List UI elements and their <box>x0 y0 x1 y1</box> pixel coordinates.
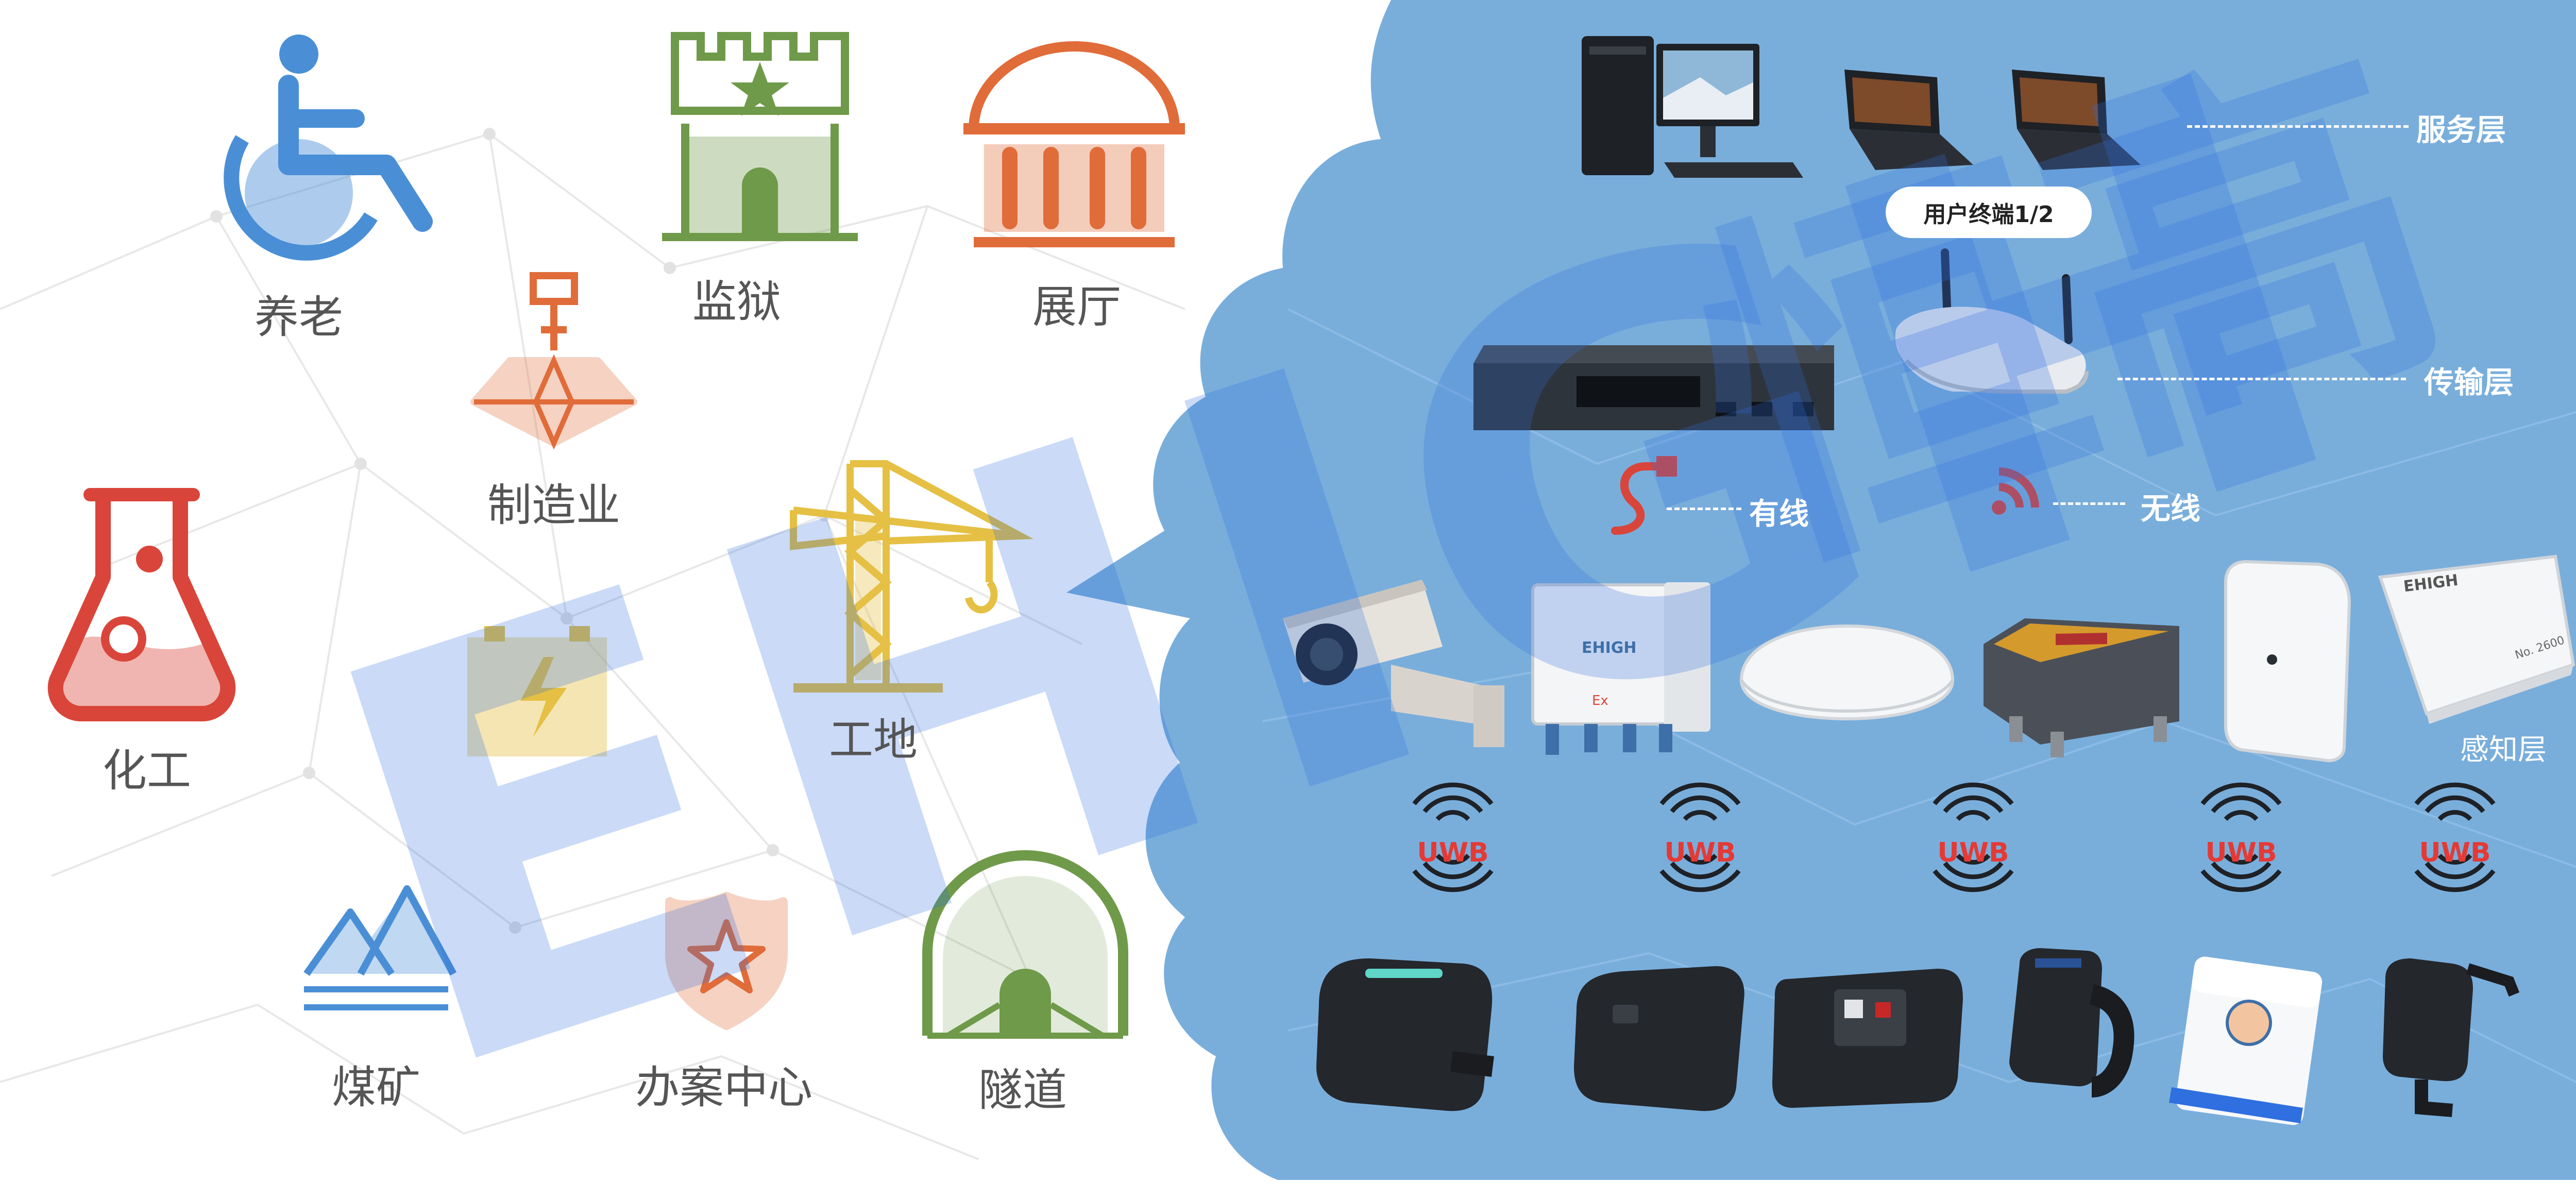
security-camera <box>1283 580 1504 747</box>
uwb-anchor-ex <box>1531 582 1710 755</box>
wall-anchor <box>2224 560 2351 763</box>
laptop-2 <box>2012 70 2141 170</box>
application-label-tunnel: 隧道 <box>978 1065 1067 1116</box>
police-badge-icon <box>665 892 788 1030</box>
exhibition-hall-icon <box>963 41 1185 247</box>
service-layer-leader <box>2187 125 2409 128</box>
wireless-leader <box>2053 502 2125 505</box>
uwb-wristband <box>2009 948 2134 1098</box>
laptop-1 <box>1844 70 1973 170</box>
wireless-label: 无线 <box>2141 491 2201 526</box>
flask-icon <box>47 488 236 721</box>
application-label-case-handling-center: 办案中心 <box>635 1062 812 1113</box>
crane-icon <box>790 460 1033 693</box>
wired-label: 有线 <box>1749 496 1809 531</box>
uwb-badge-card <box>2169 956 2323 1125</box>
tunnel-icon <box>922 850 1128 1039</box>
uwb-tag-3 <box>1772 969 1963 1108</box>
network-switch <box>1473 345 1834 430</box>
uwb-label-2: UWB <box>1664 837 1736 868</box>
prison-icon <box>662 32 858 241</box>
cloud-shape <box>1066 0 2576 1180</box>
battery-icon <box>467 626 607 756</box>
wifi-router <box>1895 248 2089 394</box>
wheelchair-icon <box>224 35 433 261</box>
application-label-manufacturing: 制造业 <box>487 480 620 531</box>
manufacturing-icon <box>470 272 637 450</box>
service-layer-label: 服务层 <box>2416 112 2506 147</box>
ceiling-anchor <box>1739 625 1955 720</box>
application-label-coal-mine: 煤矿 <box>332 1062 420 1113</box>
user-terminal-pill: 用户终端1/2 <box>1886 187 2092 238</box>
anchor-ex-text: Ex <box>1592 693 1608 708</box>
wireless-wifi-icon <box>1992 467 2039 515</box>
application-label-chemical: 化工 <box>103 745 191 797</box>
application-label-construction-site: 工地 <box>829 714 918 766</box>
uwb-tag-2 <box>1574 966 1744 1111</box>
uwb-label-1: UWB <box>1417 837 1489 868</box>
anchor-brand-text: EHIGH <box>1582 639 1637 657</box>
uwb-tag-6 <box>2383 958 2520 1117</box>
uwb-label-4: UWB <box>2205 837 2277 868</box>
wired-leader <box>1667 508 1741 510</box>
transport-layer-leader <box>2117 378 2406 380</box>
industrial-anchor <box>1984 618 2179 757</box>
application-label-prison: 监狱 <box>692 276 781 328</box>
uwb-label-5: UWB <box>2419 837 2491 868</box>
uwb-tag-1 <box>1316 958 1494 1111</box>
application-label-exhibition-hall: 展厅 <box>1032 281 1121 333</box>
box-anchor <box>2378 554 2575 724</box>
network-nodes <box>210 128 831 934</box>
desktop-computer <box>1582 36 1803 178</box>
crane-fill <box>855 515 881 680</box>
application-label-elderly-care: 养老 <box>255 292 343 343</box>
wired-plug-icon <box>1611 456 1677 535</box>
perception-layer-label: 感知层 <box>2460 733 2547 767</box>
transport-layer-label: 传输层 <box>2424 365 2514 400</box>
uwb-label-3: UWB <box>1937 837 2009 868</box>
mountain-mine-icon <box>303 885 457 1010</box>
uwb-waves <box>1412 782 2496 892</box>
